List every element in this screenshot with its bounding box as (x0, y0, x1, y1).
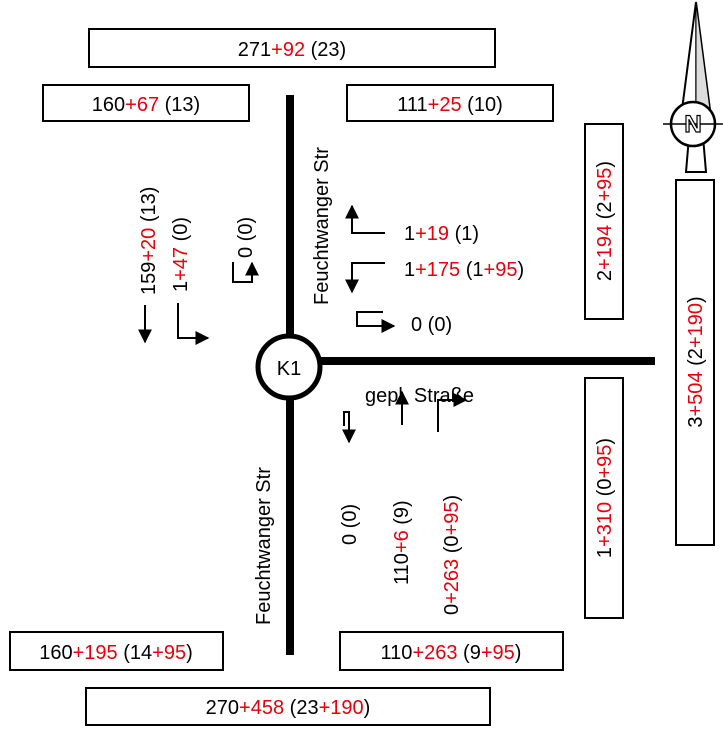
box-bottom-left (9, 631, 224, 671)
box-top-left (42, 84, 250, 122)
street-name-east: gepl. Straße (365, 385, 474, 407)
total-east-lower: 1+310 (0+95) (594, 438, 616, 558)
movement-north-uturn: 0 (0) (235, 217, 257, 258)
box-bottom-right (339, 631, 564, 671)
movement-north-through: 159+20 (13) (138, 187, 160, 295)
total-east-outer: 3+504 (2+190) (685, 296, 707, 427)
north-arrow-icon: N (663, 1, 723, 173)
arrow-north-left (177, 303, 210, 345)
arrow-east-uturn (356, 311, 396, 333)
movement-south-uturn: 0 (0) (339, 504, 361, 545)
box-east-upper (584, 123, 624, 320)
arrow-east-right (345, 204, 385, 234)
box-east-outer (675, 179, 715, 546)
box-top-right (346, 84, 554, 122)
total-top-left: 160+67 (13) (92, 94, 200, 116)
street-name-north: Feuchtwanger Str (311, 147, 333, 305)
street-name-south: Feuchtwanger Str (253, 467, 275, 625)
arrow-south-uturn (342, 411, 356, 444)
movement-south-right: 0+263 (0+95) (441, 495, 463, 615)
movement-east-right: 1+19 (1) (404, 223, 479, 245)
arrow-south-right (437, 393, 468, 432)
junction-label: K1 (277, 358, 301, 380)
total-bottom-right: 110+263 (9+95) (381, 642, 522, 664)
arrow-north-uturn (232, 261, 259, 283)
movement-east-uturn: 0 (0) (411, 314, 452, 336)
box-east-lower (584, 377, 624, 619)
arrow-east-left (345, 262, 385, 294)
total-bottom-left: 160+195 (14+95) (39, 642, 193, 664)
junction-node (255, 333, 323, 401)
movement-south-through: 110+6 (9) (391, 500, 413, 585)
compass-letter: N (684, 111, 701, 138)
box-top-outer (88, 28, 496, 68)
movement-north-left: 1+47 (0) (170, 217, 192, 292)
total-top-outer: 271+92 (23) (238, 39, 346, 61)
total-top-right: 111+25 (10) (397, 94, 502, 116)
box-bottom-outer (85, 687, 491, 726)
total-east-upper: 2+194 (2+95) (594, 161, 616, 281)
total-bottom-outer: 270+458 (23+190) (206, 697, 371, 719)
movement-east-left: 1+175 (1+95) (404, 259, 524, 281)
